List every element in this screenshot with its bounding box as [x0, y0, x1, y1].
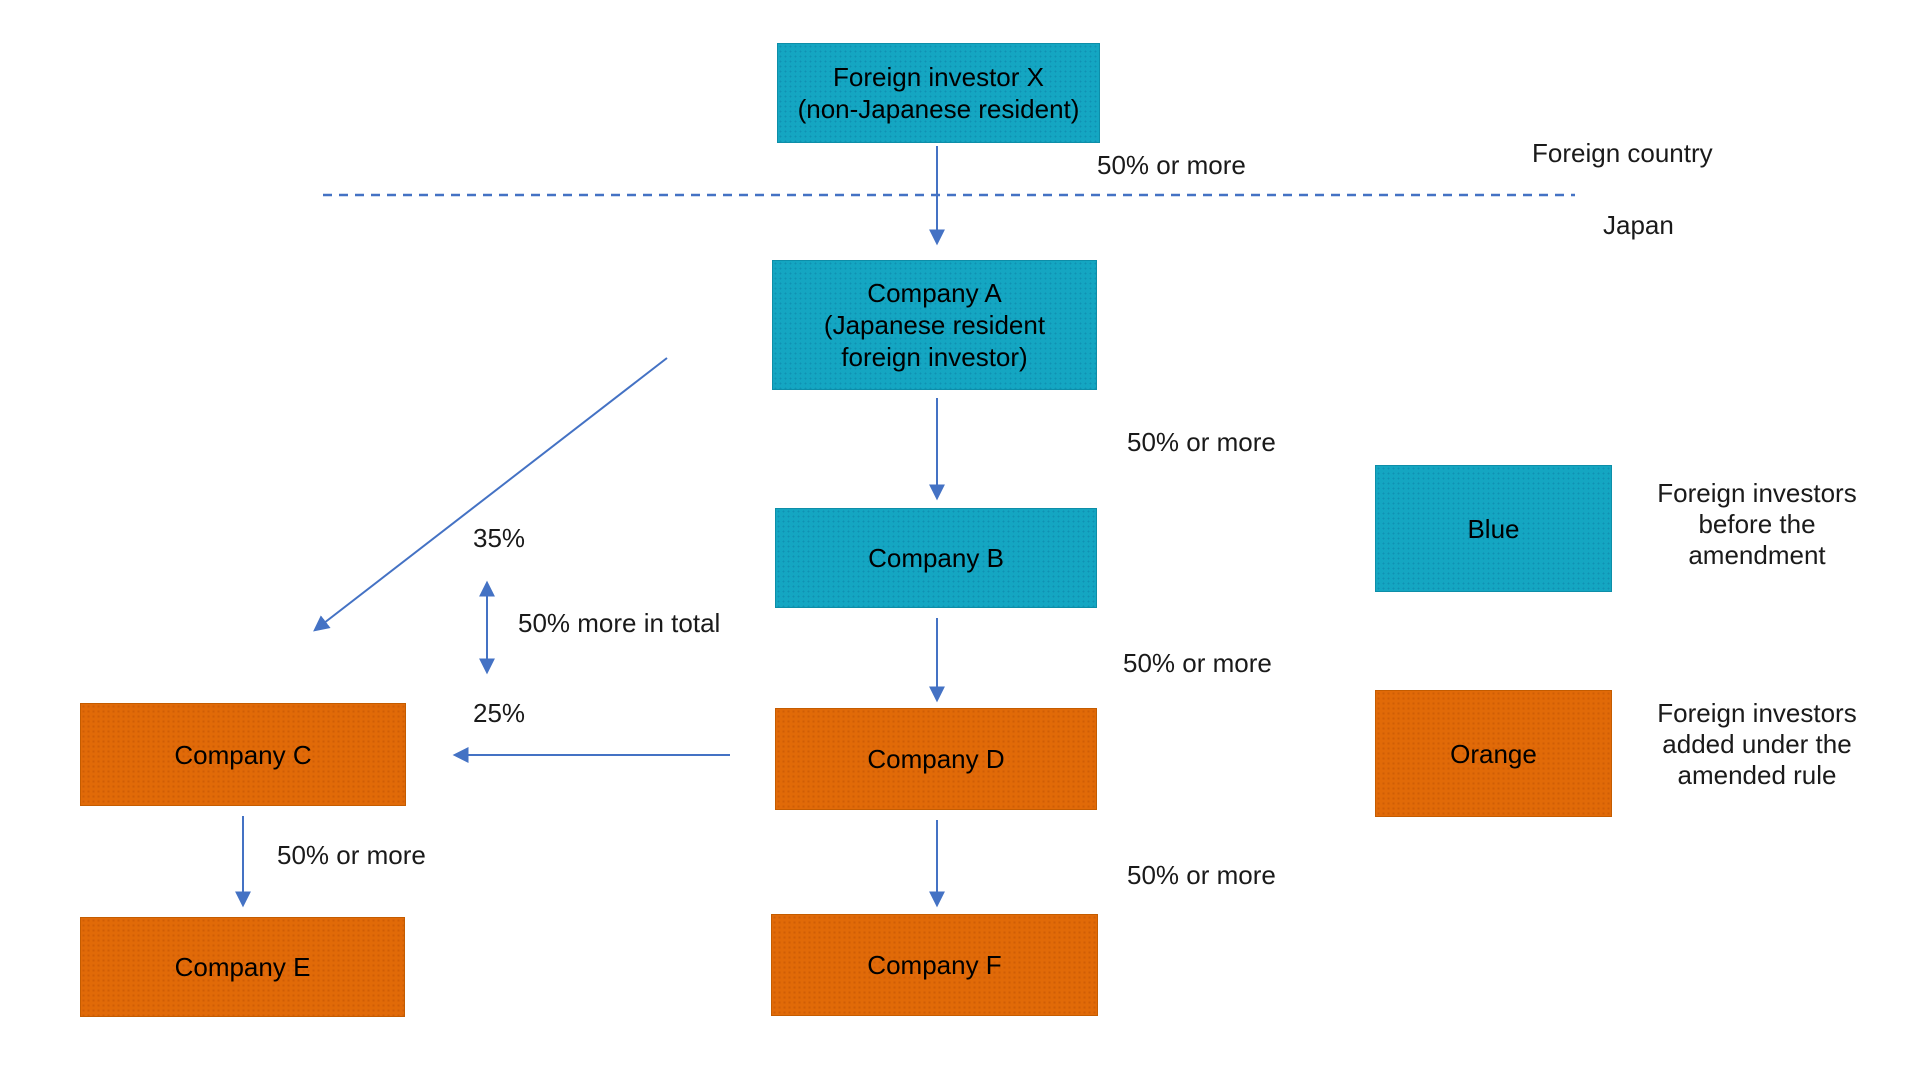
- legend-description-orange: Foreign investors added under the amende…: [1657, 698, 1857, 790]
- node-sublabel: (Japanese resident foreign investor): [823, 310, 1046, 372]
- legend-swatch-label: Blue: [1467, 513, 1520, 544]
- edge-label-a-to-b: 50% or more: [1127, 427, 1276, 457]
- arrow-company-a-to-company-c-diagonal: [313, 357, 668, 632]
- node-company-c: Company C: [80, 703, 406, 806]
- edge-label-25-percent: 25%: [473, 698, 526, 728]
- edge-label-d-to-f: 50% or more: [1127, 860, 1276, 890]
- edge-label-35-percent: 35%: [473, 523, 526, 553]
- node-company-a: Company A (Japanese resident foreign inv…: [772, 260, 1097, 390]
- node-label: Company F: [867, 950, 1002, 980]
- region-label-foreign-country: Foreign country: [1532, 138, 1713, 168]
- legend-description-blue: Foreign investors before the amendment: [1657, 478, 1857, 570]
- legend-swatch-orange: Orange: [1375, 690, 1612, 817]
- legend-swatch-label: Orange: [1450, 738, 1537, 769]
- edge-label-b-to-d: 50% or more: [1123, 648, 1272, 678]
- edge-label-x-to-a: 50% or more: [1097, 150, 1246, 180]
- node-company-b: Company B: [775, 508, 1097, 608]
- node-label: Company C: [174, 739, 312, 770]
- node-sublabel: (non-Japanese resident): [797, 94, 1080, 124]
- node-company-f: Company F: [771, 914, 1098, 1016]
- edge-label-c-to-e: 50% or more: [277, 840, 426, 870]
- node-label: Company D: [867, 744, 1005, 774]
- node-company-e: Company E: [80, 917, 405, 1017]
- node-label: Foreign investor X: [833, 62, 1044, 92]
- node-label: Company E: [174, 952, 311, 982]
- legend-swatch-blue: Blue: [1375, 465, 1612, 592]
- node-label: Company A: [867, 278, 1002, 308]
- edge-label-50-more-in-total: 50% more in total: [518, 608, 721, 638]
- region-label-japan: Japan: [1603, 210, 1674, 240]
- node-foreign-investor-x: Foreign investor X (non-Japanese residen…: [777, 43, 1100, 143]
- node-company-d: Company D: [775, 708, 1097, 810]
- node-label: Company B: [868, 543, 1004, 573]
